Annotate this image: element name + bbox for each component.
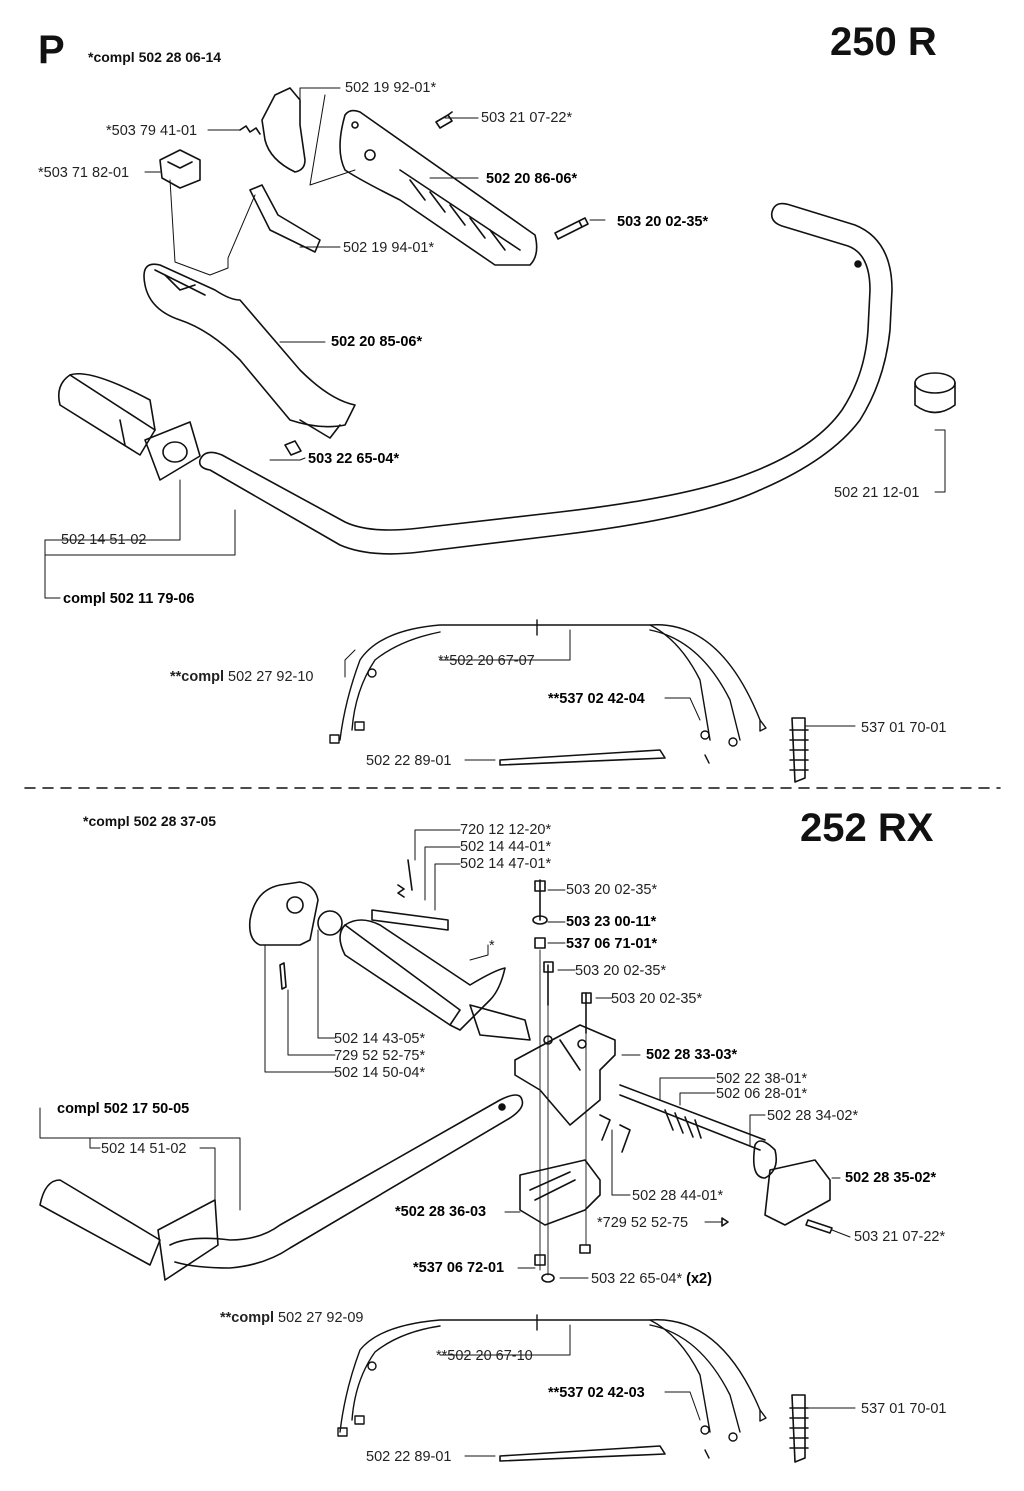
compl-number: 502 27 92-10 [228, 669, 314, 685]
part-label: 503 20 02-35* [566, 882, 658, 898]
stop-switch [159, 149, 201, 189]
throttle-lockout [249, 184, 321, 253]
gear-wheel [317, 910, 343, 936]
part-label: 502 14 50-04* [334, 1065, 426, 1081]
part-label: 503 21 07-22* [854, 1229, 946, 1245]
part-label: 503 21 07-22* [481, 110, 573, 126]
rubber-grip-250r [57, 372, 201, 481]
screw-503-21-07 [435, 111, 453, 129]
part-label: **502 20 67-10 [436, 1348, 533, 1364]
part-label: 502 19 92-01* [345, 80, 437, 96]
throttle-housing-upper [339, 109, 538, 266]
part-label: **502 20 67-07 [438, 653, 535, 669]
compl-number: 502 27 92-09 [278, 1310, 364, 1326]
model-title-250r: 250 R [830, 20, 937, 64]
wire-harness-252rx [337, 1314, 767, 1459]
part-label: * [489, 938, 495, 954]
throttle-trigger [261, 87, 306, 173]
part-label: *502 28 36-03 [395, 1204, 487, 1220]
part-label-compl: **compl 502 27 92-10 [170, 669, 314, 685]
compl-prefix: **compl [170, 669, 224, 685]
handle-end-cap [914, 372, 956, 414]
cover-plate [764, 1159, 831, 1226]
wire-harness-250r [329, 619, 767, 764]
part-label: 502 28 34-02* [767, 1108, 859, 1124]
kit-note-252rx: *compl 502 28 37-05 [83, 813, 217, 829]
part-label: 537 06 71-01* [566, 936, 658, 952]
handlebar-tube-252rx [39, 1094, 524, 1281]
part-label: 537 01 70-01 [861, 1401, 947, 1417]
protective-sleeve-250r [499, 749, 666, 766]
part-label: compl 502 17 50-05 [57, 1101, 190, 1117]
trigger-252rx [248, 881, 319, 946]
nut-503-22-65 [284, 440, 302, 456]
boot-250r [789, 717, 809, 783]
screw-503-21-07-rx [805, 1219, 833, 1234]
pins-502-28-44 [599, 1114, 631, 1153]
part-label: *537 06 72-01 [413, 1260, 505, 1276]
part-label: 502 19 94-01* [343, 240, 435, 256]
part-label: 502 28 33-03* [646, 1047, 738, 1063]
pin-720 [407, 859, 413, 891]
spring-502-14-44 [397, 884, 405, 898]
part-label: 537 01 70-01 [861, 720, 947, 736]
boot-252rx [789, 1394, 809, 1463]
part-label: *503 79 41-01 [106, 123, 198, 139]
kit-note-250r: *compl 502 28 06-14 [88, 49, 222, 65]
part-label: 729 52 52-75* [334, 1048, 426, 1064]
part-label-compl: **compl 502 27 92-09 [220, 1310, 364, 1326]
part-label: 502 14 51-02 [101, 1141, 187, 1157]
part-label: 502 28 44-01* [632, 1188, 724, 1204]
part-label: 503 22 65-04* [308, 451, 400, 467]
screw-503-20-02 [554, 217, 589, 240]
part-label: 502 14 51-02 [61, 532, 147, 548]
part-label: 502 14 47-01* [460, 856, 552, 872]
part-label: 503 22 65-04* (x2) [591, 1271, 712, 1287]
part-label: 502 22 89-01 [366, 753, 452, 769]
handle-grip-252rx [339, 909, 531, 1041]
part-label: *503 71 82-01 [38, 165, 130, 181]
spring [239, 125, 261, 135]
part-label: 502 22 89-01 [366, 1449, 452, 1465]
part-number: 503 22 65-04* [591, 1271, 683, 1287]
part-label: **537 02 42-03 [548, 1385, 645, 1401]
part-label: 502 22 38-01* [716, 1071, 808, 1087]
part-label: 502 20 86-06* [486, 171, 578, 187]
part-label: 502 14 43-05* [334, 1031, 426, 1047]
protective-sleeve-252rx [499, 1445, 666, 1462]
part-label: 503 20 02-35* [617, 214, 709, 230]
model-title-252rx: 252 RX [800, 806, 934, 850]
compl-prefix: **compl [220, 1310, 274, 1326]
cable-adjuster [619, 1084, 778, 1179]
handlebar-tube-250r [198, 202, 893, 555]
part-label: 503 20 02-35* [611, 991, 703, 1007]
part-label: 503 23 00-11* [566, 914, 657, 930]
part-label: compl 502 11 79-06 [63, 591, 195, 607]
part-label: **537 02 42-04 [548, 691, 645, 707]
part-label: 502 20 85-06* [331, 334, 423, 350]
part-label: 502 28 35-02* [845, 1170, 937, 1186]
part-label: 502 06 28-01* [716, 1086, 808, 1102]
page-letter: P [38, 28, 65, 72]
part-label: 502 14 44-01* [460, 839, 552, 855]
screw-729 [279, 962, 287, 990]
throttle-housing-lower [143, 263, 356, 439]
part-label: 503 20 02-35* [575, 963, 667, 979]
part-label: 502 21 12-01 [834, 485, 920, 501]
part-label: 720 12 12-20* [460, 822, 552, 838]
quantity-note: (x2) [686, 1271, 712, 1287]
part-label: *729 52 52-75 [597, 1215, 689, 1231]
screw-729-rx [721, 1217, 729, 1227]
clamp-lower [519, 1159, 601, 1226]
